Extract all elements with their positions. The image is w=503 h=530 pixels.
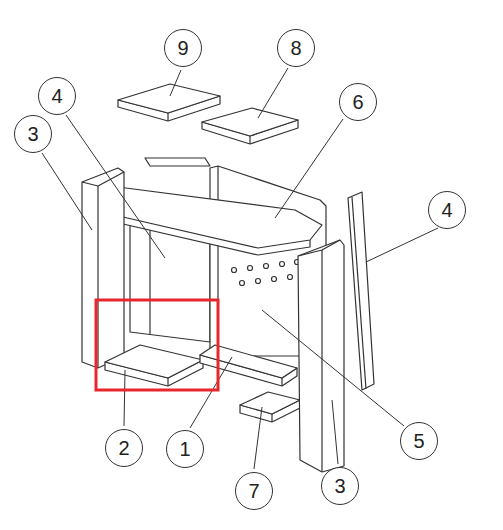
baffle-plate <box>98 187 322 248</box>
callout-number: 5 <box>400 422 438 460</box>
callout-number: 2 <box>105 429 143 467</box>
top-tile-right <box>202 108 298 136</box>
right-side-slab <box>298 240 344 472</box>
callout-number: 3 <box>321 467 359 505</box>
callout-number: 4 <box>38 77 76 115</box>
callout-number: 3 <box>14 115 52 153</box>
rear-strip <box>145 158 210 166</box>
callout-number: 7 <box>235 472 273 510</box>
leader-lines <box>42 68 438 469</box>
left-side-slab <box>82 168 124 368</box>
base-left <box>105 345 203 378</box>
callout-number: 8 <box>277 29 315 67</box>
base-front <box>240 392 300 414</box>
right-strip <box>348 192 374 390</box>
top-tile-left <box>118 84 220 113</box>
callout-number: 6 <box>339 83 377 121</box>
callout-number: 4 <box>428 191 466 229</box>
callout-number: 1 <box>166 430 204 468</box>
callout-number: 9 <box>164 29 202 67</box>
base-middle <box>200 345 297 378</box>
highlight-box <box>96 300 218 390</box>
